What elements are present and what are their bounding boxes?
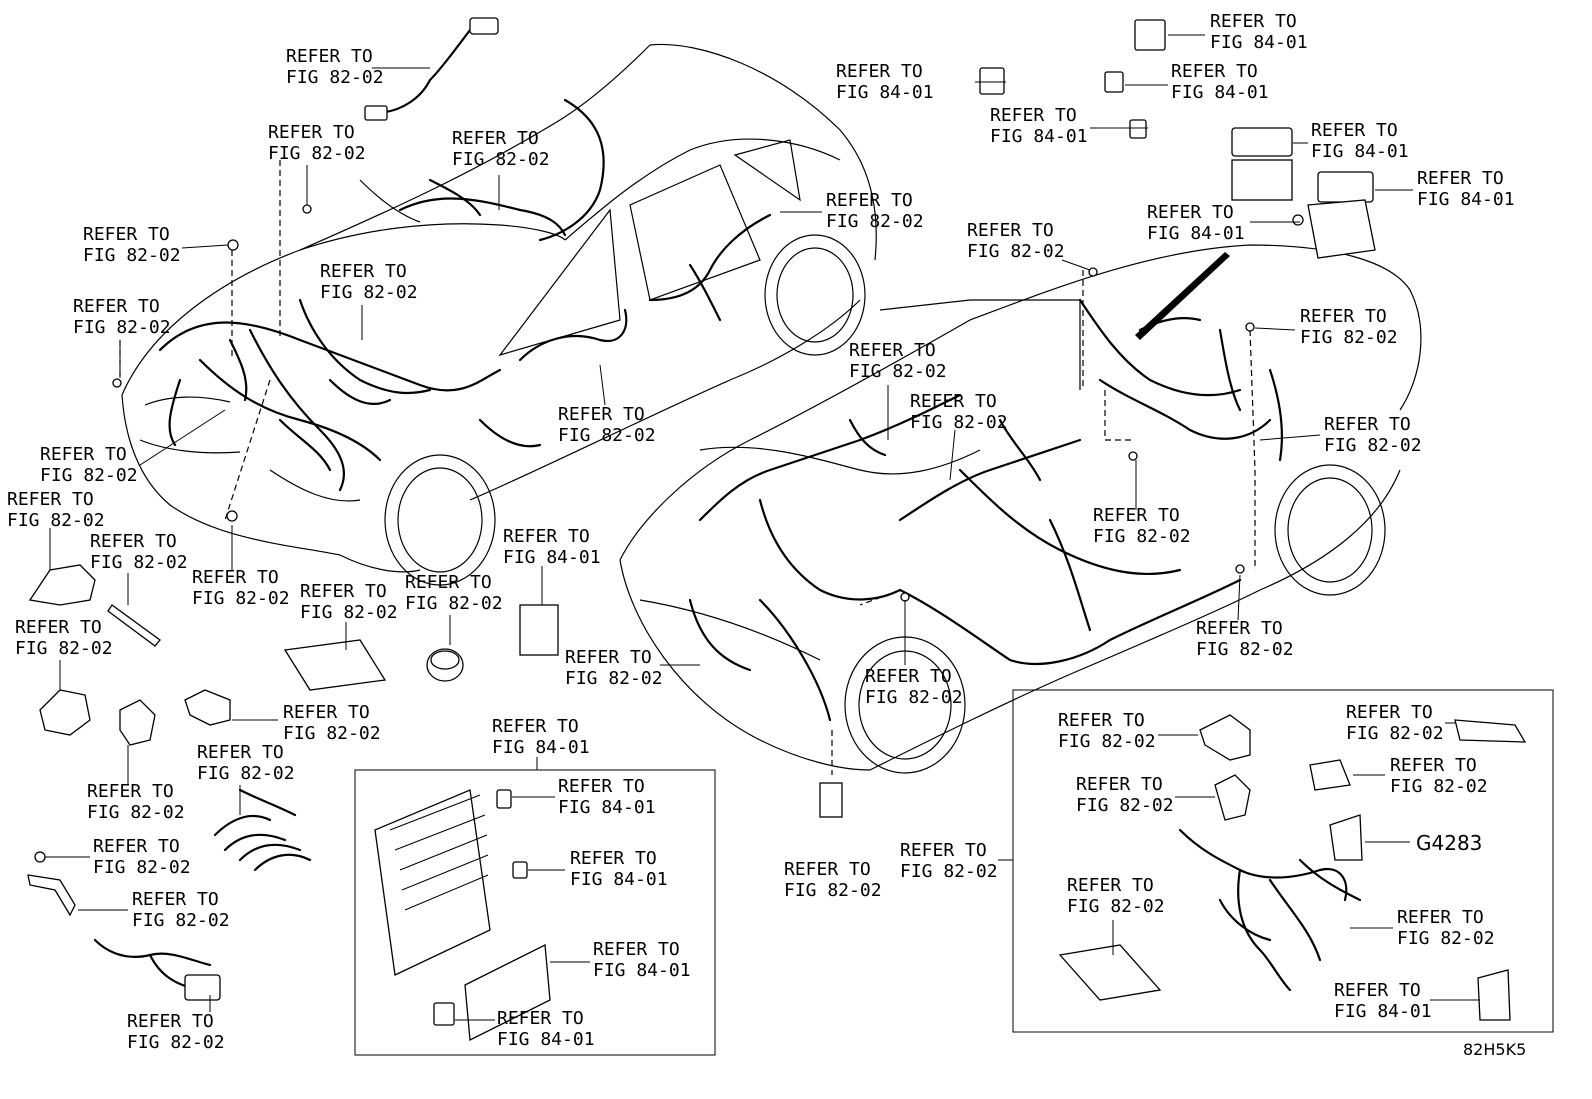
rear-car-illustration [619, 244, 1422, 818]
ecu-inset [354, 769, 716, 1056]
illustration-code: 82H5K5 [1463, 1040, 1526, 1059]
right-inset [1012, 689, 1554, 1033]
part-code: G4283 [1416, 831, 1482, 855]
leader-lines [45, 34, 1480, 1021]
front-car-illustration [119, 43, 877, 586]
relay-group [979, 19, 1376, 259]
